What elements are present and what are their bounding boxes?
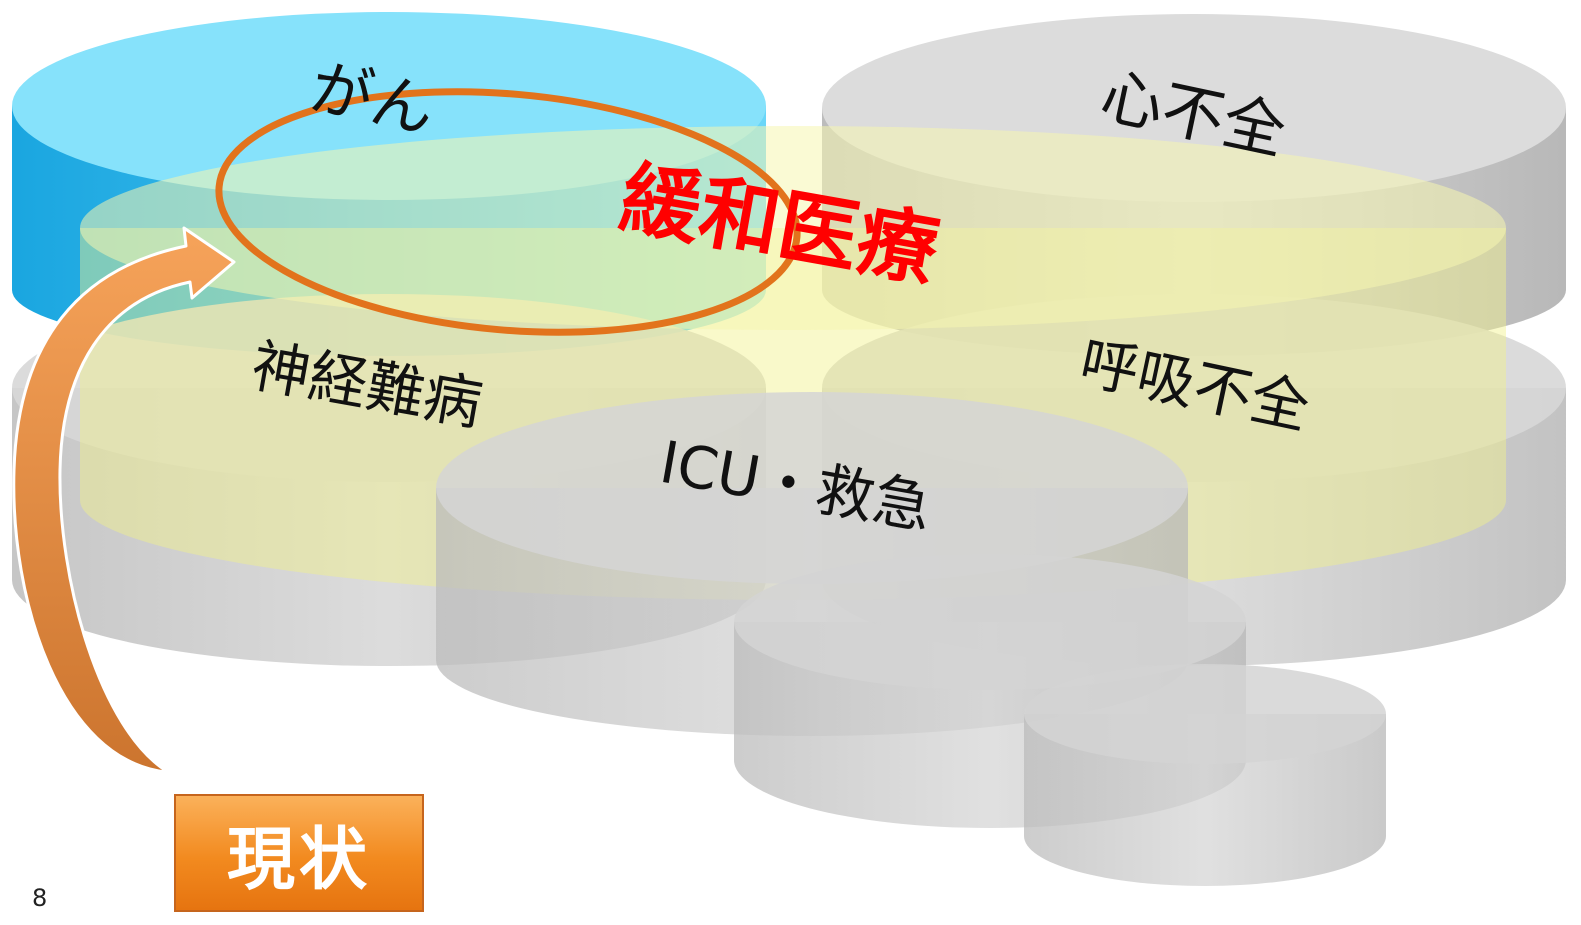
- cylinder-small-2: [1024, 664, 1386, 886]
- status-box: 現状: [174, 794, 424, 912]
- page-number: 8: [32, 884, 48, 912]
- curved-arrow: [12, 226, 236, 824]
- status-label: 現状: [226, 820, 371, 900]
- highlight-ellipse: [215, 88, 801, 336]
